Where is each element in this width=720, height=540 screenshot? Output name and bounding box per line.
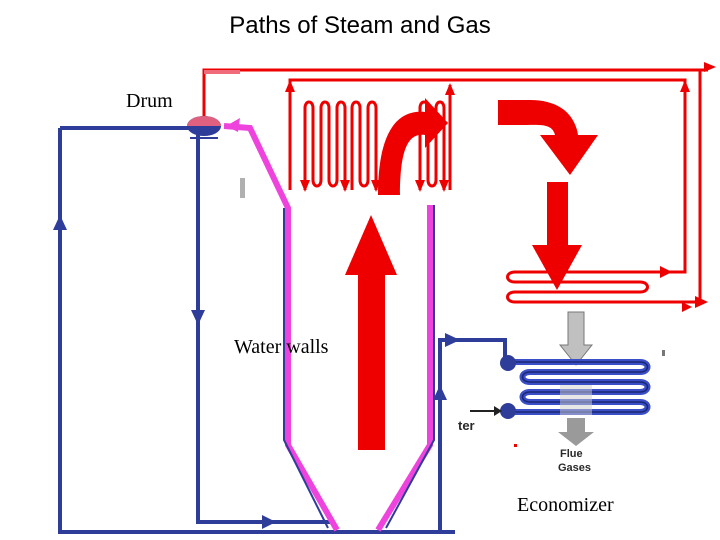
economizer-label: Economizer (517, 494, 614, 516)
left-water-wall (223, 123, 340, 532)
feedwater-label: ter (458, 418, 475, 433)
water-circuit (58, 126, 507, 534)
flue-inlet-arrow-icon (558, 311, 594, 366)
inner-downcomer (196, 135, 330, 524)
economizer-inlet-header (500, 403, 516, 419)
low-temperature-coil (506, 270, 700, 304)
feedwater-arrow-icon (494, 406, 502, 416)
right-arrow-icon (262, 515, 276, 529)
gas-up-arrow-icon (345, 215, 397, 450)
right-arrow-icon (445, 333, 460, 347)
gas-down-arrow-icon (532, 182, 582, 290)
left-arrow-icon (226, 118, 240, 132)
drum-icon (187, 116, 221, 139)
steam-circuit (202, 68, 708, 305)
superheater-tubes (303, 85, 452, 190)
economizer-return-pipe (438, 338, 507, 532)
water-walls-label: Water walls (234, 336, 329, 358)
main-steam-line (202, 68, 708, 116)
drum-label: Drum (126, 90, 173, 112)
economizer (240, 178, 665, 447)
water-walls (223, 123, 433, 532)
down-arrow-icon (191, 310, 205, 325)
flue-gas-path (345, 98, 598, 450)
gases-label: Gases (558, 462, 592, 474)
flue-label: Flue (560, 448, 583, 460)
economizer-outlet-header (500, 355, 516, 371)
flue-outlet-arrow-icon (558, 418, 594, 446)
gas-turn-down-arrow-icon (498, 100, 598, 175)
steam-flow-arrows (285, 62, 716, 308)
right-water-wall (375, 205, 433, 532)
gas-turn-arrow-icon (378, 98, 448, 195)
up-arrow-icon (433, 385, 447, 400)
diagram-title: Paths of Steam and Gas (229, 12, 491, 39)
up-arrow-icon (53, 215, 67, 230)
